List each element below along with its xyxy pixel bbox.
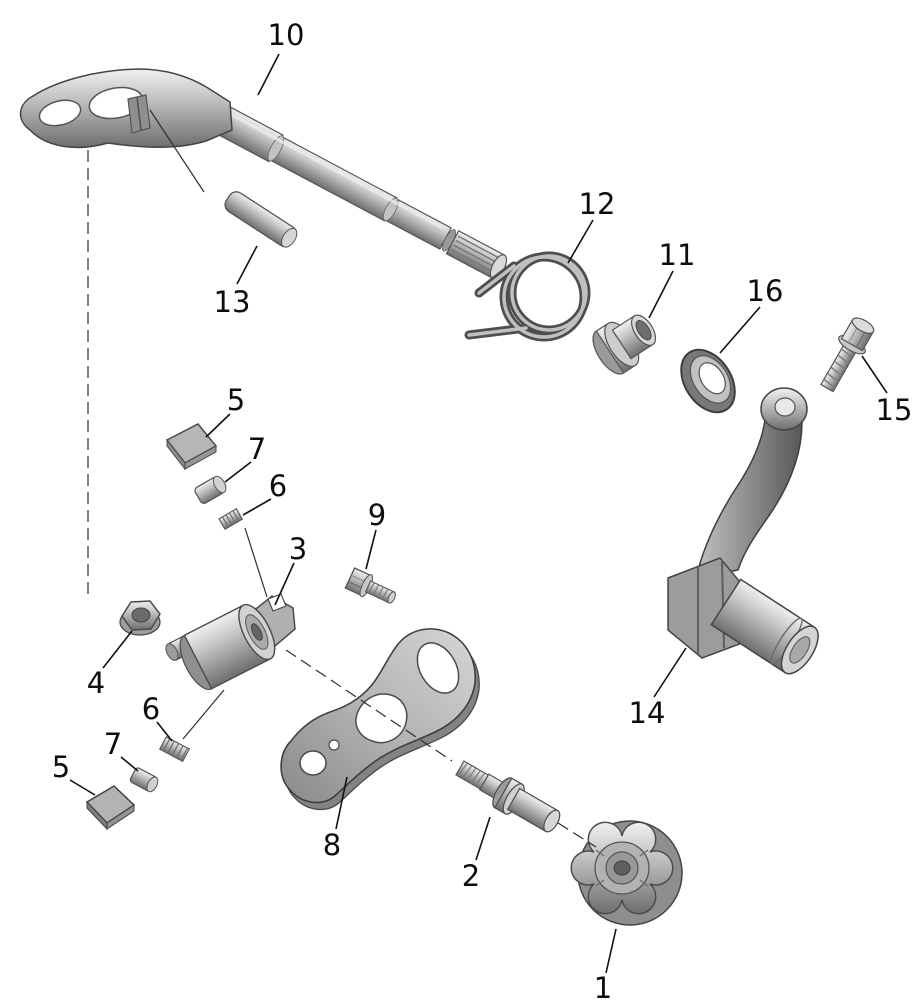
callout-3-label: 3 — [289, 532, 307, 566]
part-15-bolt — [820, 317, 875, 393]
part-6-spring-lower — [158, 736, 190, 763]
part-7-plunger-lower — [129, 767, 159, 793]
assembly-axis-lines — [87, 109, 597, 848]
leader-4 — [102, 630, 133, 669]
leader-6-lower — [156, 721, 173, 742]
leader-12 — [567, 219, 594, 264]
part-11-bushing — [592, 314, 657, 375]
callout-13-label: 13 — [214, 285, 251, 319]
part-12-torsion-spring — [464, 251, 591, 342]
part-10-shift-shaft — [19, 68, 508, 280]
callout-7-upper-label: 7 — [248, 432, 266, 466]
part-14-shift-lever — [667, 387, 819, 675]
part-6-spring-upper — [218, 508, 244, 530]
part-3-pawl-carrier — [165, 593, 296, 690]
leader-5-upper — [205, 413, 231, 438]
leader-15 — [861, 355, 888, 394]
callout-7-lower-label: 7 — [104, 727, 122, 761]
callout-8-label: 8 — [323, 828, 341, 862]
leader-8 — [335, 776, 348, 830]
callout-14-label: 14 — [629, 696, 666, 730]
leader-14 — [653, 647, 687, 698]
callout-10-label: 10 — [268, 18, 305, 52]
part-8-guide-plate — [280, 628, 480, 810]
axis-pin-to-hub — [557, 822, 597, 848]
line-carrier-to-spring6 — [182, 689, 225, 740]
callout-16-label: 16 — [747, 274, 784, 308]
leader-3 — [274, 562, 295, 606]
callout-6-lower-label: 6 — [142, 692, 160, 726]
leader-1 — [605, 928, 617, 974]
callout-15-label: 15 — [876, 393, 913, 427]
line-spring6-to-carrier — [244, 527, 268, 598]
callout-2-label: 2 — [462, 859, 480, 893]
part-2-pivot-pin — [455, 760, 561, 833]
callout-11-label: 11 — [659, 238, 696, 272]
part-13-pin — [224, 191, 298, 248]
leader-2 — [475, 816, 491, 861]
part-1-ratchet-hub — [570, 820, 683, 926]
callout-labels: 10 13 12 11 16 15 14 5 7 6 9 3 4 6 7 5 8… — [52, 18, 913, 1000]
leader-lines — [69, 53, 888, 974]
leader-10 — [257, 53, 280, 96]
leader-13 — [236, 245, 258, 285]
leader-9 — [365, 529, 377, 570]
axis-carrier-to-pin — [285, 649, 453, 762]
callout-6-upper-label: 6 — [269, 469, 287, 503]
leader-16 — [719, 306, 761, 354]
line-lever-to-pin13 — [149, 109, 205, 193]
callout-5-upper-label: 5 — [227, 383, 245, 417]
leader-7-lower — [120, 756, 139, 772]
callout-12-label: 12 — [579, 187, 616, 221]
leader-5-lower — [69, 779, 96, 796]
callout-9-label: 9 — [368, 498, 386, 532]
part-16-seal-ring — [680, 348, 736, 414]
part-7-plunger-upper — [194, 475, 227, 504]
part-5-pad-upper — [165, 423, 218, 471]
part-9-screw — [344, 567, 396, 604]
callout-5-lower-label: 5 — [52, 750, 70, 784]
leader-11 — [648, 270, 674, 319]
leader-6-upper — [242, 498, 272, 516]
callout-4-label: 4 — [87, 666, 105, 700]
part-4-nut — [119, 600, 161, 636]
leader-7-upper — [224, 461, 252, 483]
part-5-pad-lower — [85, 785, 136, 831]
callout-1-label: 1 — [594, 971, 612, 1000]
